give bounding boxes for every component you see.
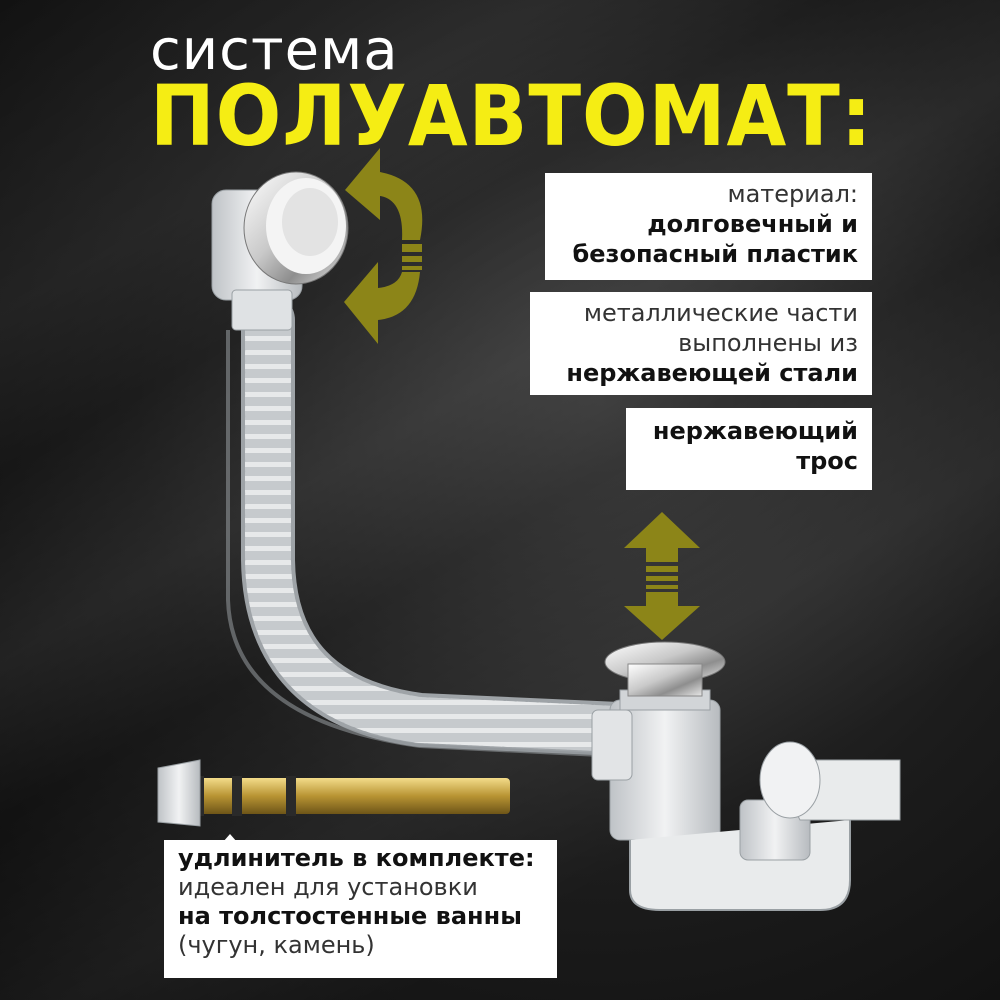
card-metal-parts: металлические части выполнены из нержаве… (530, 292, 872, 395)
card-material-line3: безопасный пластик (572, 240, 858, 268)
rotate-arrows-icon (344, 148, 423, 344)
card-material-line1: материал: (727, 180, 858, 208)
card-material-line2: долговечный и (647, 210, 858, 238)
card-cable: нержавеющий трос (626, 408, 872, 490)
card-cable-line2: трос (796, 447, 858, 475)
card-extension-line2: идеален для установки (178, 873, 478, 901)
corrugated-hose (226, 293, 667, 758)
card-extension-line4: (чугун, камень) (178, 931, 375, 959)
card-extension-line3: на толстостенные ванны (178, 902, 522, 930)
title-system: система (150, 18, 399, 83)
card-metal-line2: выполнены из (678, 329, 858, 357)
drain-siphon (591, 641, 901, 911)
up-down-arrow-icon (624, 512, 700, 640)
overflow-unit (211, 171, 349, 331)
card-cable-line1: нержавеющий (652, 417, 858, 445)
card-metal-line3: нержавеющей стали (566, 359, 858, 387)
brass-extension (157, 759, 510, 827)
title-semi-automatic: ПОЛУАВТОМАТ: (150, 67, 873, 165)
card-material: материал: долговечный и безопасный пласт… (545, 173, 872, 280)
card-metal-line1: металлические части (583, 299, 858, 327)
card-extension-line1: удлинитель в комплекте: (178, 844, 535, 872)
card-extension: удлинитель в комплекте: идеален для уста… (164, 840, 557, 978)
